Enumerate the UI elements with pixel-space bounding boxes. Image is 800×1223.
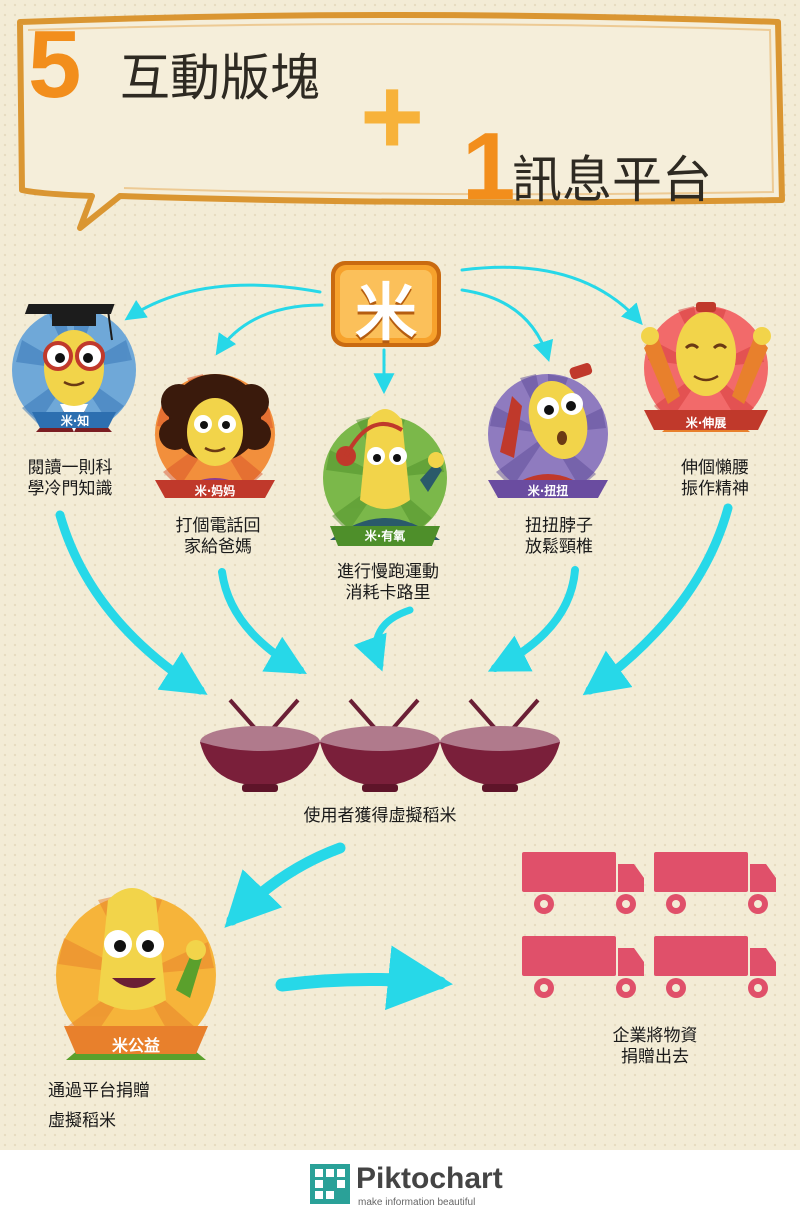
label-mi-mama: 打個電話回 家給爸媽 [175, 516, 261, 557]
badge-mi-mama: 米·妈妈 [194, 484, 236, 498]
footer-brand[interactable]: Piktochart [356, 1162, 503, 1195]
character-mi-youyang [323, 409, 447, 546]
character-mi-niuniu [488, 363, 608, 498]
piktochart-logo-icon [310, 1164, 350, 1204]
character-mi-zhi [12, 304, 136, 432]
arrow-zhi-to-bowls [55, 510, 208, 695]
arrow-to-mi-zhi [124, 283, 322, 321]
flow-arrows [55, 265, 733, 1011]
badge-mi-niuniu: 米·扭扭 [527, 484, 569, 498]
arrow-to-mi-shenzhan [460, 265, 643, 326]
badge-mi-shenzhan: 米·伸展 [685, 416, 727, 430]
footer [0, 1150, 800, 1223]
rice-bowls [200, 698, 560, 792]
badge-mi-zhi: 米·知 [60, 414, 90, 428]
footer-tagline: make information beautiful [358, 1197, 476, 1208]
label-company: 企業將物資 捐贈出去 [612, 1026, 698, 1067]
center-logo [331, 261, 441, 347]
title-number-one: 1 [462, 113, 516, 220]
rice-bowl-1 [200, 698, 320, 792]
arrow-to-mi-mama [215, 303, 324, 356]
character-mi-shenzhan [641, 302, 771, 432]
arrow-youyang-to-bowls [353, 606, 414, 672]
rice-caption: 使用者獲得虛擬稻米 [303, 806, 457, 826]
rice-bowl-2 [320, 698, 440, 792]
badge-mi-youyang: 米·有氧 [364, 529, 406, 543]
arrow-charity-to-trucks [275, 945, 453, 1011]
arrow-rice-to-charity [224, 842, 346, 928]
title-line2: 訊息平台 [512, 151, 712, 209]
label-mi-youyang: 進行慢跑運動 消耗卡路里 [337, 562, 439, 603]
title-banner [17, 12, 785, 231]
character-mi-gongyi [56, 888, 216, 1060]
label-charity: 通過平台捐贈 虛擬稻米 [48, 1081, 150, 1131]
character-mi-mama [155, 374, 275, 498]
truck-4 [654, 936, 776, 998]
badge-mi-gongyi: 米公益 [111, 1036, 160, 1055]
arrow-mama-to-bowls [218, 568, 307, 674]
title-line1: 互動版塊 [120, 49, 320, 107]
rice-bowl-3 [440, 698, 560, 792]
label-mi-zhi: 閱讀一則科 學冷門知識 [27, 458, 113, 499]
title-number-five: 5 [28, 11, 82, 118]
arrow-niuniu-to-bowls [487, 566, 579, 672]
center-logo-text: 米 [354, 276, 417, 349]
trucks [522, 852, 776, 998]
arrow-shenzhan-to-bowls [582, 503, 733, 696]
arrow-to-mi-niuniu [460, 288, 554, 363]
label-mi-niuniu: 扭扭脖子 放鬆頸椎 [525, 516, 593, 557]
title-plus: + [360, 55, 425, 178]
label-mi-shenzhan: 伸個懶腰 振作精神 [681, 458, 749, 499]
